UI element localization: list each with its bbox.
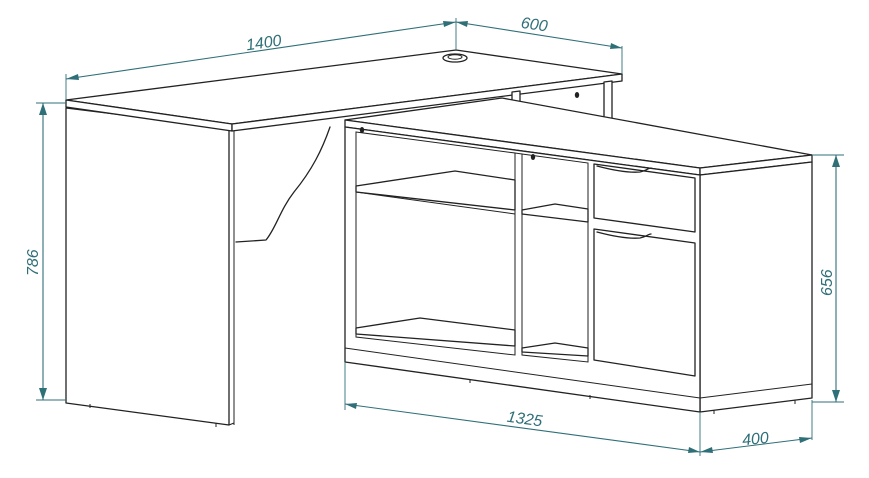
cabinet-drawer-fronts: [593, 163, 696, 377]
dimension-cabinet-height: 656: [812, 154, 844, 403]
dimension-label-top-depth: 600: [520, 15, 549, 36]
dimension-label-cabinet-height: 656: [819, 269, 836, 296]
dimension-cabinet-depth: 400: [699, 400, 813, 453]
dimension-top-length: 1400: [65, 18, 457, 100]
cabinet-shelves: [355, 170, 589, 357]
dimension-label-cabinet-depth: 400: [741, 430, 769, 450]
desk-modesty-panel: [235, 126, 331, 243]
dimension-label-cabinet-length: 1325: [506, 409, 544, 431]
dimension-desk-height: 786: [25, 102, 66, 401]
cabinet-body: [344, 126, 813, 414]
desk-left-leg: [65, 107, 235, 427]
dimension-cabinet-length: 1325: [344, 362, 701, 456]
dimension-label-top-length: 1400: [245, 32, 283, 54]
desk-top: [65, 49, 623, 132]
dimension-label-desk-height: 786: [25, 249, 42, 276]
dimension-top-depth: 600: [455, 15, 623, 74]
